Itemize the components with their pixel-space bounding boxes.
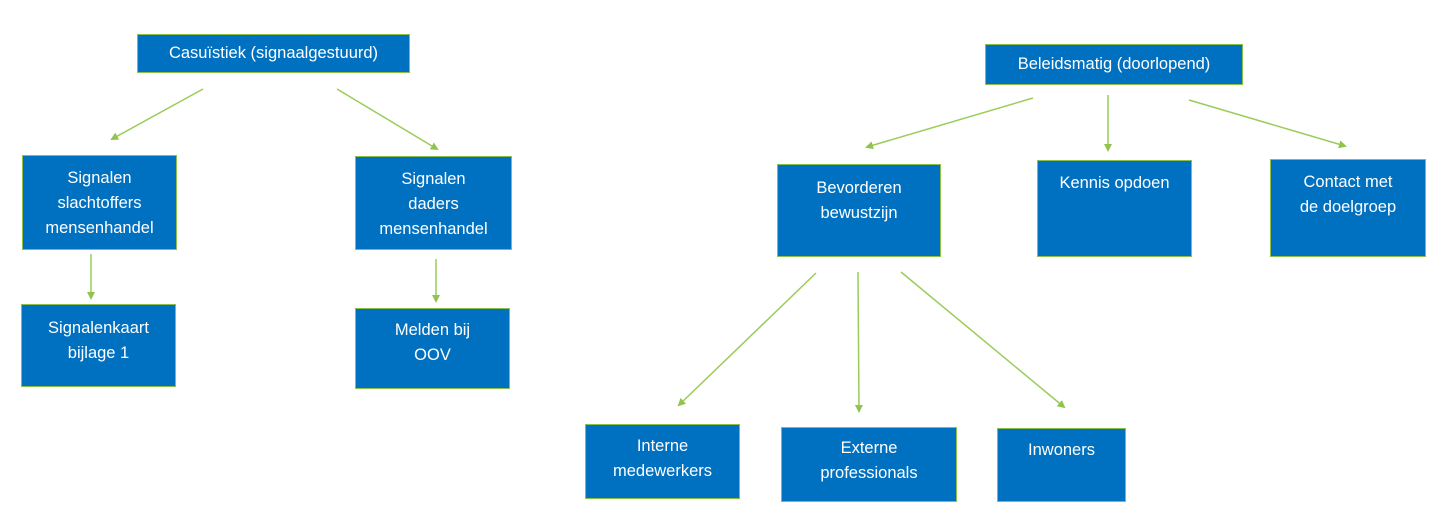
node-interne-medewerkers: Interne medewerkers <box>585 424 740 499</box>
node-signalenkaart: Signalenkaart bijlage 1 <box>21 304 176 387</box>
node-kennis-opdoen: Kennis opdoen <box>1037 160 1192 257</box>
node-externe-professionals: Externe professionals <box>781 427 957 502</box>
arrow-root-to-victims <box>110 88 204 140</box>
arrow-awareness-to-external <box>854 271 863 413</box>
node-bevorderen-bewustzijn: Bevorderen bewustzijn <box>777 164 941 257</box>
node-beleidsmatig: Beleidsmatig (doorlopend) <box>985 44 1243 85</box>
node-inwoners: Inwoners <box>997 428 1126 502</box>
node-contact-doelgroep: Contact met de doelgroep <box>1270 159 1426 257</box>
arrow-root-to-perpetrators <box>336 88 439 151</box>
node-signalen-daders: Signalen daders mensenhandel <box>355 156 512 250</box>
arrow-awareness-to-residents <box>900 271 1066 409</box>
node-melden-oov: Melden bij OOV <box>355 308 510 389</box>
arrow-root-to-contact <box>1188 99 1347 149</box>
node-signalen-slachtoffers: Signalen slachtoffers mensenhandel <box>22 155 177 250</box>
arrow-awareness-to-internal <box>677 272 817 407</box>
arrow-root-to-awareness <box>865 97 1034 150</box>
node-casuistiek: Casuïstiek (signaalgestuurd) <box>137 34 410 73</box>
